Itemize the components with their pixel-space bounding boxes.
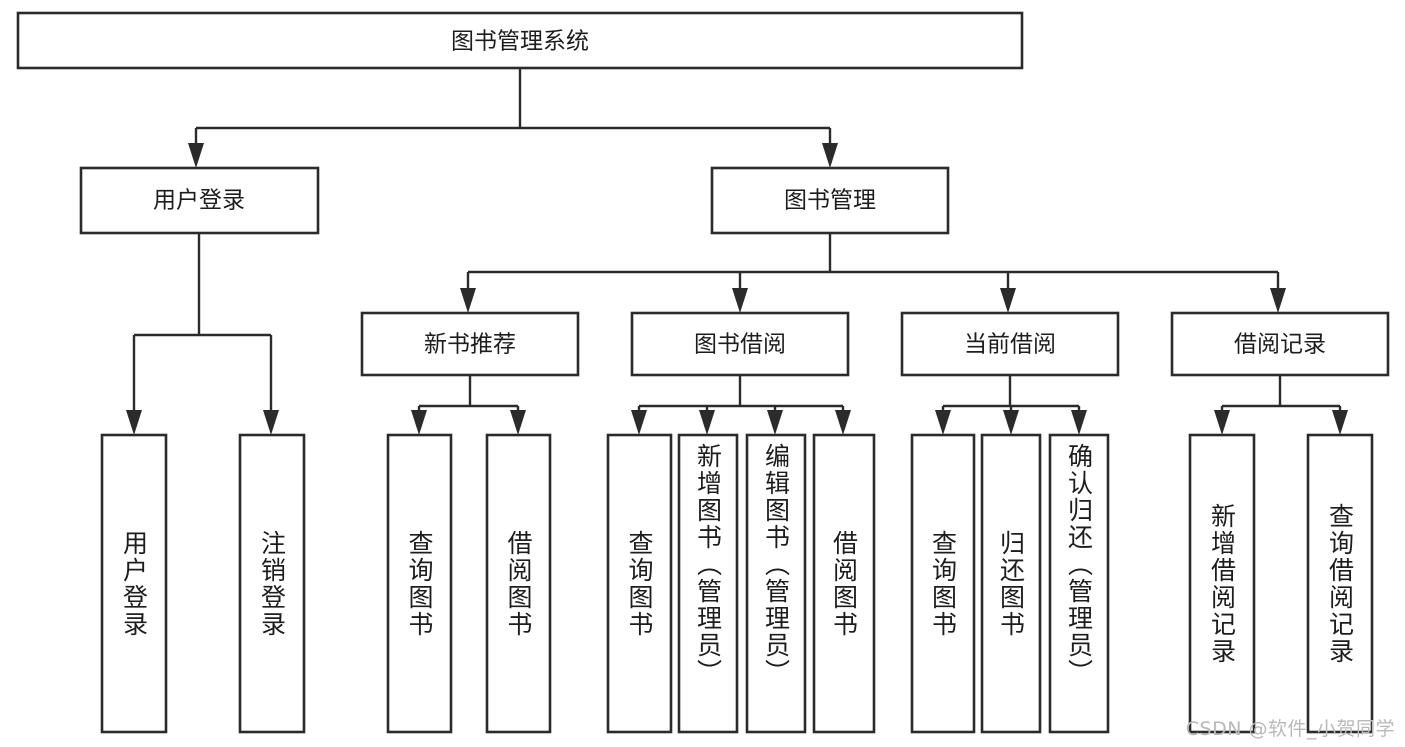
arrow-head-to-current-borrow	[1000, 288, 1016, 313]
node-box-leaf-bb-query-book[interactable]	[606, 433, 673, 734]
label-book-manage: 图书管理	[784, 188, 876, 214]
label-new-book-recommend: 新书推荐	[424, 332, 516, 358]
node-box-leaf-cb-return-book[interactable]	[980, 433, 1042, 734]
node-box-leaf-bb-add-book[interactable]	[677, 433, 739, 734]
arrow-head-leaf-br-add	[1214, 410, 1230, 435]
connectors-current-borrow-to-leaves	[935, 375, 1087, 435]
node-box-leaf-br-query-record[interactable]	[1306, 433, 1374, 734]
node-box-leaf-user-login[interactable]	[100, 433, 168, 734]
arrow-head-leaf-bb-query	[631, 410, 647, 435]
node-box-borrow-record[interactable]	[1170, 311, 1390, 377]
arrow-head-leaf-cb-return	[1003, 410, 1019, 435]
node-box-book-manage[interactable]	[710, 166, 950, 235]
node-box-current-borrow[interactable]	[900, 311, 1120, 377]
arrow-head-leaf-logout	[263, 410, 279, 435]
connectors-book-manage-to-level3	[460, 233, 1286, 313]
arrow-head-leaf-bb-add	[699, 410, 715, 435]
arrow-head-leaf-bb-borrow	[835, 410, 851, 435]
arrow-head-to-book-manage	[822, 143, 838, 168]
node-box-leaf-nb-borrow-book[interactable]	[485, 433, 552, 734]
label-borrow-record: 借阅记录	[1234, 332, 1326, 358]
connectors-new-book-to-leaves	[411, 375, 526, 435]
arrow-head-to-user-login	[188, 143, 204, 168]
node-box-leaf-cb-query-book[interactable]	[910, 433, 976, 734]
label-user-login: 用户登录	[153, 188, 245, 214]
arrow-head-to-book-borrow	[732, 288, 748, 313]
arrow-head-leaf-cb-confirm	[1071, 410, 1087, 435]
label-root: 图书管理系统	[451, 29, 589, 55]
arrow-head-leaf-bb-edit	[767, 410, 783, 435]
node-box-user-login[interactable]	[79, 166, 320, 235]
arrow-head-leaf-user-login	[126, 410, 142, 435]
node-box-leaf-bb-edit-book[interactable]	[745, 433, 807, 734]
node-box-leaf-nb-query-book[interactable]	[386, 433, 453, 734]
node-box-root[interactable]	[16, 11, 1024, 70]
label-book-borrow: 图书借阅	[694, 332, 786, 358]
node-box-book-borrow[interactable]	[630, 311, 850, 377]
node-box-leaf-bb-borrow-book[interactable]	[812, 433, 876, 734]
arrow-head-to-borrow-record	[1270, 288, 1286, 313]
arrow-head-leaf-br-query	[1332, 410, 1348, 435]
connectors-borrow-record-to-leaves	[1214, 375, 1348, 435]
arrow-head-leaf-cb-query	[935, 410, 951, 435]
node-box-leaf-logout[interactable]	[238, 433, 306, 734]
label-current-borrow: 当前借阅	[964, 332, 1056, 358]
node-box-new-book-recommend[interactable]	[360, 311, 580, 377]
watermark-csdn: CSDN @软件_小贺同学	[1185, 718, 1395, 740]
connectors-root-to-level2	[188, 68, 838, 168]
arrow-head-to-new-book	[460, 288, 476, 313]
node-box-leaf-cb-confirm-return[interactable]	[1048, 433, 1110, 734]
arrow-head-leaf-nb-borrow	[510, 410, 526, 435]
connectors-book-borrow-to-leaves	[631, 375, 851, 435]
arrow-head-leaf-nb-query	[411, 410, 427, 435]
node-box-leaf-br-add-record[interactable]	[1188, 433, 1256, 734]
connectors-user-login-to-leaves	[126, 233, 279, 435]
